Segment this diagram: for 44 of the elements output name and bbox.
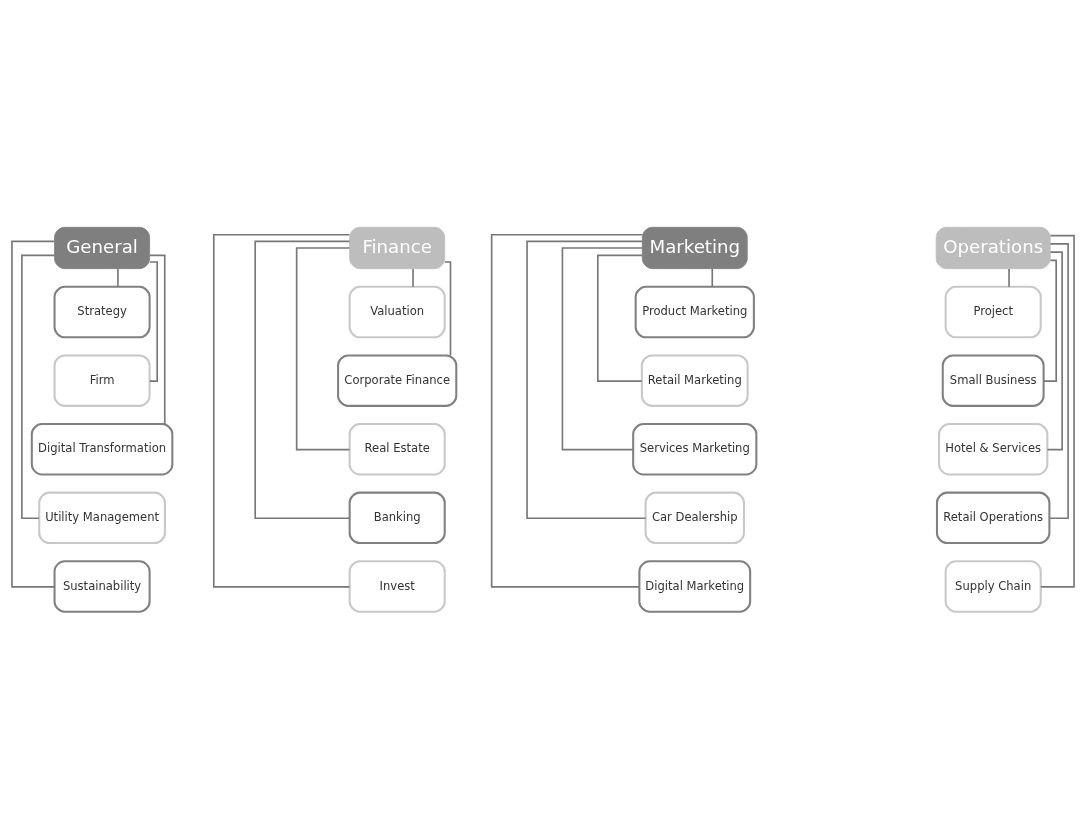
connector	[254, 240, 351, 520]
node-box: Hotel & Services	[938, 423, 1049, 476]
connector	[212, 233, 351, 588]
node-box: Small Business	[941, 354, 1045, 407]
node-box: Utility Management	[38, 491, 166, 545]
connector	[561, 247, 643, 451]
connector	[149, 254, 166, 425]
node-box: General	[54, 226, 150, 270]
connector	[597, 254, 643, 382]
connector	[1042, 259, 1057, 382]
node-box: Corporate Finance	[337, 354, 458, 407]
node-box: Valuation	[348, 285, 446, 339]
connector	[21, 254, 56, 520]
node-box: Operations	[935, 226, 1051, 270]
connector	[1040, 234, 1075, 588]
connector	[117, 268, 119, 288]
node-box: Real Estate	[348, 423, 446, 476]
connector	[490, 233, 644, 588]
connector	[1008, 268, 1010, 288]
node-box: Sustainability	[53, 560, 151, 613]
connector	[412, 268, 414, 288]
node-box: Finance	[349, 226, 446, 270]
node-box: Project	[944, 285, 1042, 339]
node-box: Supply Chain	[944, 560, 1042, 613]
connector	[1046, 251, 1063, 451]
connector	[711, 268, 714, 288]
node-box: Firm	[53, 354, 151, 407]
node-box: Digital Marketing	[638, 560, 752, 613]
node-box: Marketing	[641, 226, 748, 270]
connector	[1048, 243, 1069, 520]
connector	[11, 240, 56, 588]
node-box: Services Marketing	[632, 423, 758, 476]
connector	[443, 261, 452, 357]
node-box: Product Marketing	[634, 285, 755, 339]
node-box: Digital Transformation	[30, 423, 174, 476]
connector	[295, 247, 351, 451]
node-box: Retail Marketing	[640, 354, 749, 407]
connector	[148, 261, 158, 382]
node-box: Retail Operations	[935, 491, 1051, 545]
node-box: Car Dealership	[644, 491, 745, 545]
node-box: Banking	[348, 491, 446, 545]
node-box: Invest	[348, 560, 446, 613]
node-box: Strategy	[53, 285, 151, 339]
connector	[526, 240, 647, 520]
